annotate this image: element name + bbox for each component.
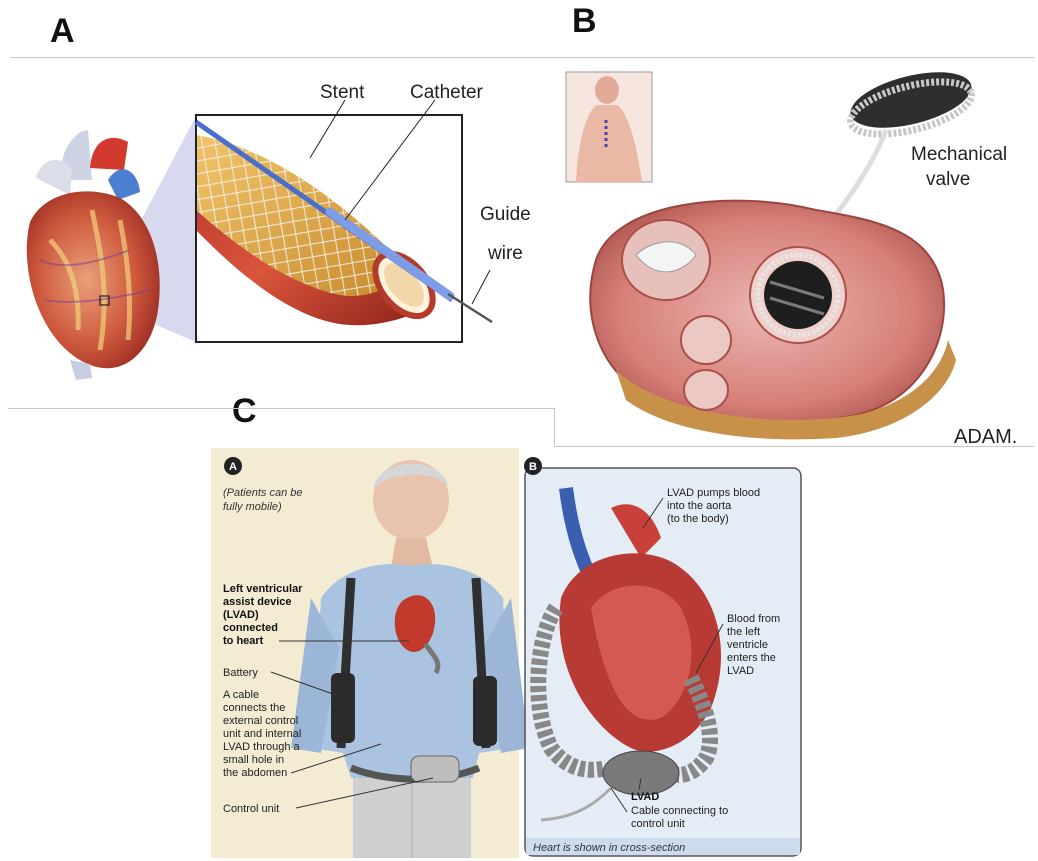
cable-desc-line7: the abdomen — [223, 767, 287, 779]
stent-label: Stent — [320, 82, 365, 103]
pumps-line1: LVAD pumps blood — [667, 487, 760, 499]
mobile-note-line1: (Patients can be — [223, 487, 303, 499]
blood-from-line4: enters the — [727, 652, 776, 664]
lvad-label: LVAD — [631, 791, 659, 803]
control-unit-label: Control unit — [223, 803, 279, 815]
mechanical-valve-label-line1: Mechanical — [911, 144, 1007, 165]
blood-from-line5: LVAD — [727, 665, 754, 677]
pumps-line2: into the aorta — [667, 500, 732, 512]
mechanical-valve-icon — [845, 62, 977, 145]
divider-middle — [8, 408, 554, 409]
lvad-title-line3: (LVAD) — [223, 609, 259, 621]
battery-label: Battery — [223, 667, 258, 679]
blood-from-line2: the left — [727, 626, 760, 638]
cable-connecting-line1: Cable connecting to — [631, 805, 728, 817]
torso-inset — [566, 72, 652, 182]
catheter-label: Catheter — [410, 82, 484, 103]
panel-b-letter: B — [572, 2, 597, 41]
cable-desc-line6: small hole in — [223, 754, 284, 766]
lvad-title-line1: Left ventricular — [223, 583, 303, 595]
lvad-title-line5: to heart — [223, 635, 264, 647]
cable-connecting-line2: control unit — [631, 818, 685, 830]
cable-desc-line2: connects the — [223, 702, 285, 714]
pumps-line3: (to the body) — [667, 513, 729, 525]
guide-wire-label-line2: wire — [487, 243, 523, 264]
guide-wire-label-line1: Guide — [480, 204, 531, 225]
lvad-title-line4: connected — [223, 622, 278, 634]
cable-desc-line1: A cable — [223, 689, 259, 701]
blood-from-line3: ventricle — [727, 639, 768, 651]
panel-a-letter: A — [50, 12, 75, 51]
panel-c-lvad-illustration: A (Patients can be fully mobile) Left ve… — [211, 448, 803, 858]
lvad-title-line2: assist device — [223, 596, 292, 608]
cable-desc-line3: external control — [223, 715, 298, 727]
divider-b-bottom — [554, 446, 1034, 447]
subpanel-a-badge-letter: A — [229, 461, 237, 473]
blood-from-line1: Blood from — [727, 613, 780, 625]
mechanical-valve-label-line2: valve — [926, 169, 970, 190]
panel-b-mechanical-valve: Mechanical valve ADAM. — [556, 60, 1036, 446]
subpanel-b-badge-letter: B — [529, 461, 537, 473]
heart-valve-plane — [590, 201, 956, 440]
panel-a-stent-illustration: Stent Catheter Guide wire — [0, 60, 550, 405]
mobile-note-line2: fully mobile) — [223, 501, 282, 513]
cross-section-footer: Heart is shown in cross-section — [533, 842, 685, 854]
divider-middle-vertical — [554, 408, 555, 446]
cable-desc-line5: LVAD through a — [223, 741, 301, 753]
heart-icon — [27, 130, 160, 380]
adam-logo: ADAM. — [954, 426, 1017, 446]
divider-top — [10, 57, 1035, 58]
cable-desc-line4: unit and internal — [223, 728, 301, 740]
